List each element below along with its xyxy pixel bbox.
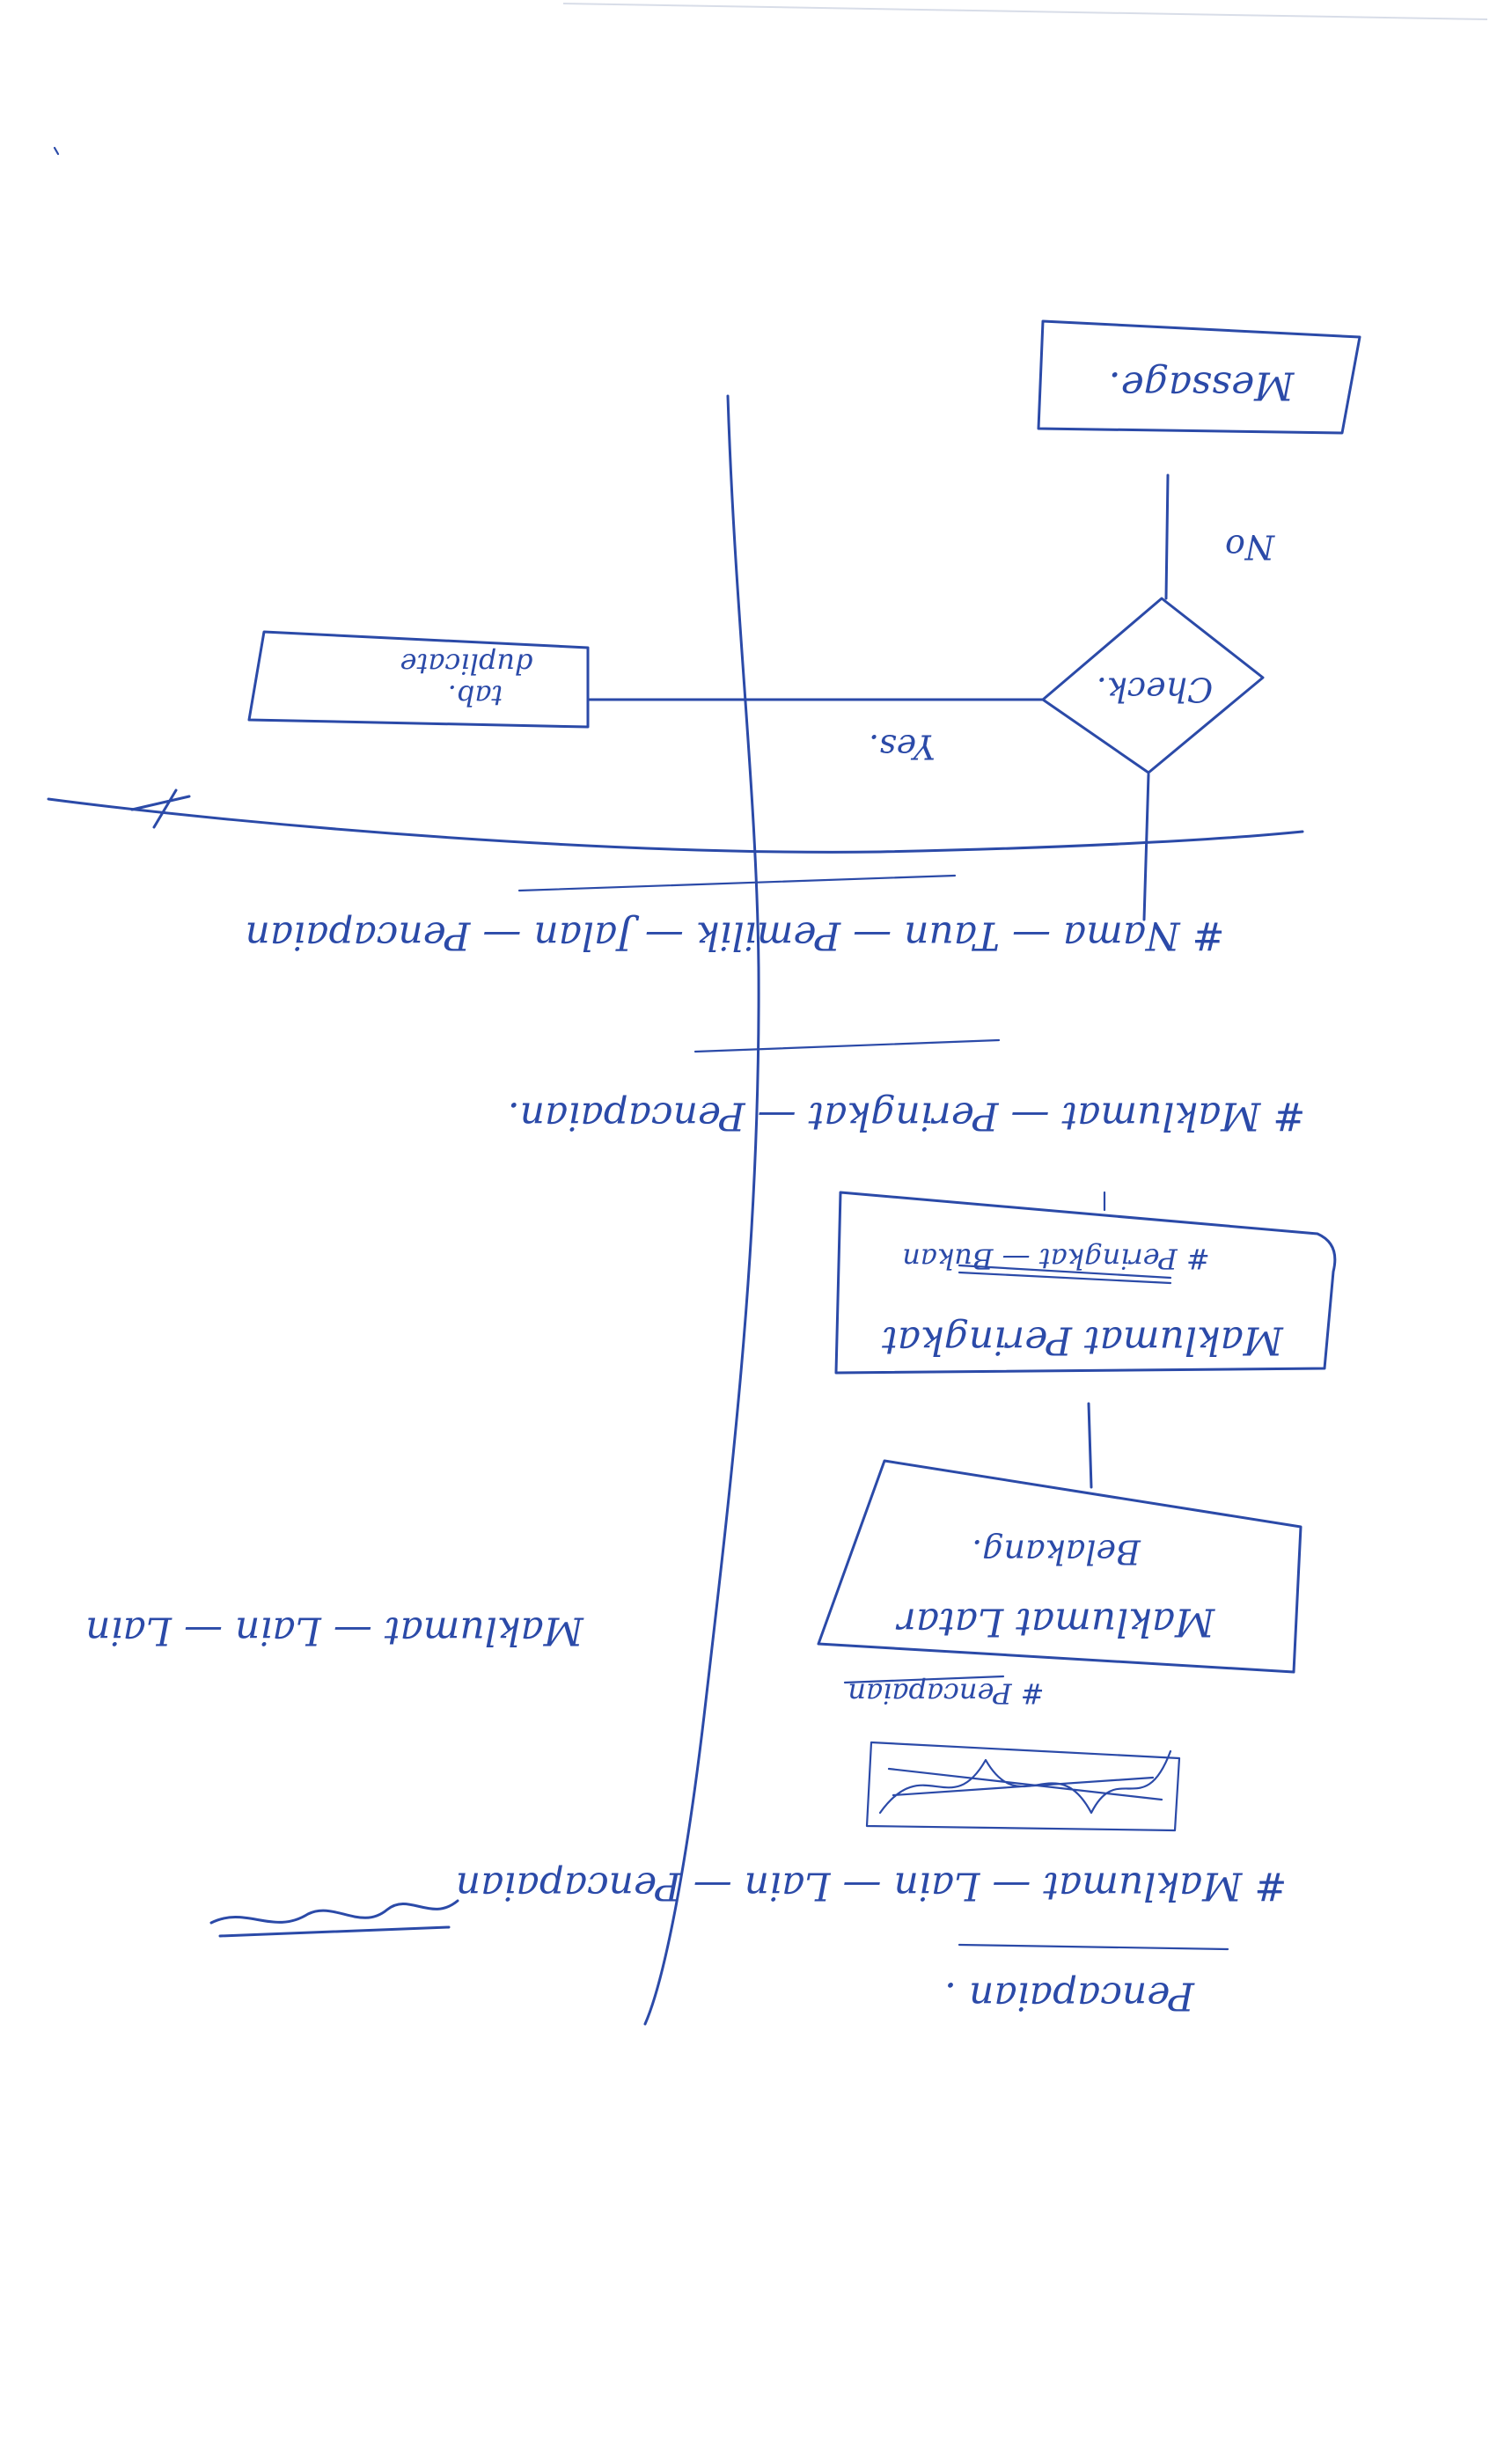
check-diamond-label: Check. (1097, 671, 1213, 709)
page-edge-line (562, 3, 1488, 20)
edge-label-yes: Yes. (869, 728, 936, 766)
signature-scribble (209, 1899, 459, 1938)
duplicate-box (247, 630, 590, 729)
duplicate-box-label-2: tab. (448, 679, 503, 713)
maklumat-peringkat-box (834, 1191, 1337, 1375)
note-nama-label: # Nama — Taun — Pemilik — Jalan — Pencap… (246, 913, 1225, 958)
note-peringkat-label: # Maklumat — Peringkat — Pencapaian. (508, 1094, 1306, 1139)
pencapaian-strike (843, 1675, 1005, 1684)
edge-label-no: No (1225, 528, 1275, 567)
note-pencapaian-bottom-label: Pencapaian . (944, 1974, 1195, 2019)
connector-peringkat-to-latar (1087, 1402, 1093, 1489)
check-diamond (1041, 597, 1265, 774)
connector-check-down (1142, 773, 1150, 921)
horizontal-divider-line (47, 797, 1304, 854)
vertical-divider-line (643, 394, 760, 2026)
maklumat-latar-box (817, 1459, 1303, 1674)
maklumat-latar-label-2: Belakang. (972, 1533, 1141, 1572)
note-maklumat-lain-pencapaian-label: # Maklumat — Lain — Lain — Pencapaian (456, 1864, 1287, 1909)
bottom-note-underline (958, 1943, 1229, 1951)
note-pencapaian-label: # Pencapaian (848, 1677, 1044, 1711)
message-box-label: Message. (1109, 363, 1295, 408)
scribbled-box (865, 1741, 1181, 1832)
maklumat-latar-label-1: Maklumat Latar (895, 1600, 1215, 1645)
message-box (1037, 319, 1361, 435)
duplicate-box-label-1: duplicate (400, 648, 533, 681)
note-maklumat-lain-label: Maklumat — Lain — Lain (85, 1609, 584, 1654)
cross-mark (130, 788, 191, 829)
maklumat-peringkat-label: Maklumat Peringkat (882, 1318, 1284, 1363)
note-underline (517, 874, 957, 892)
scribble-marks (878, 1749, 1172, 1815)
connector-message-to-check (1164, 473, 1170, 600)
note-peringkat-underline (693, 1038, 1001, 1053)
strike-through (958, 1264, 1172, 1285)
maklumat-peringkat-strike-note: # Peringkat — Bukan (902, 1243, 1210, 1276)
stray-ink-dot (53, 146, 60, 156)
